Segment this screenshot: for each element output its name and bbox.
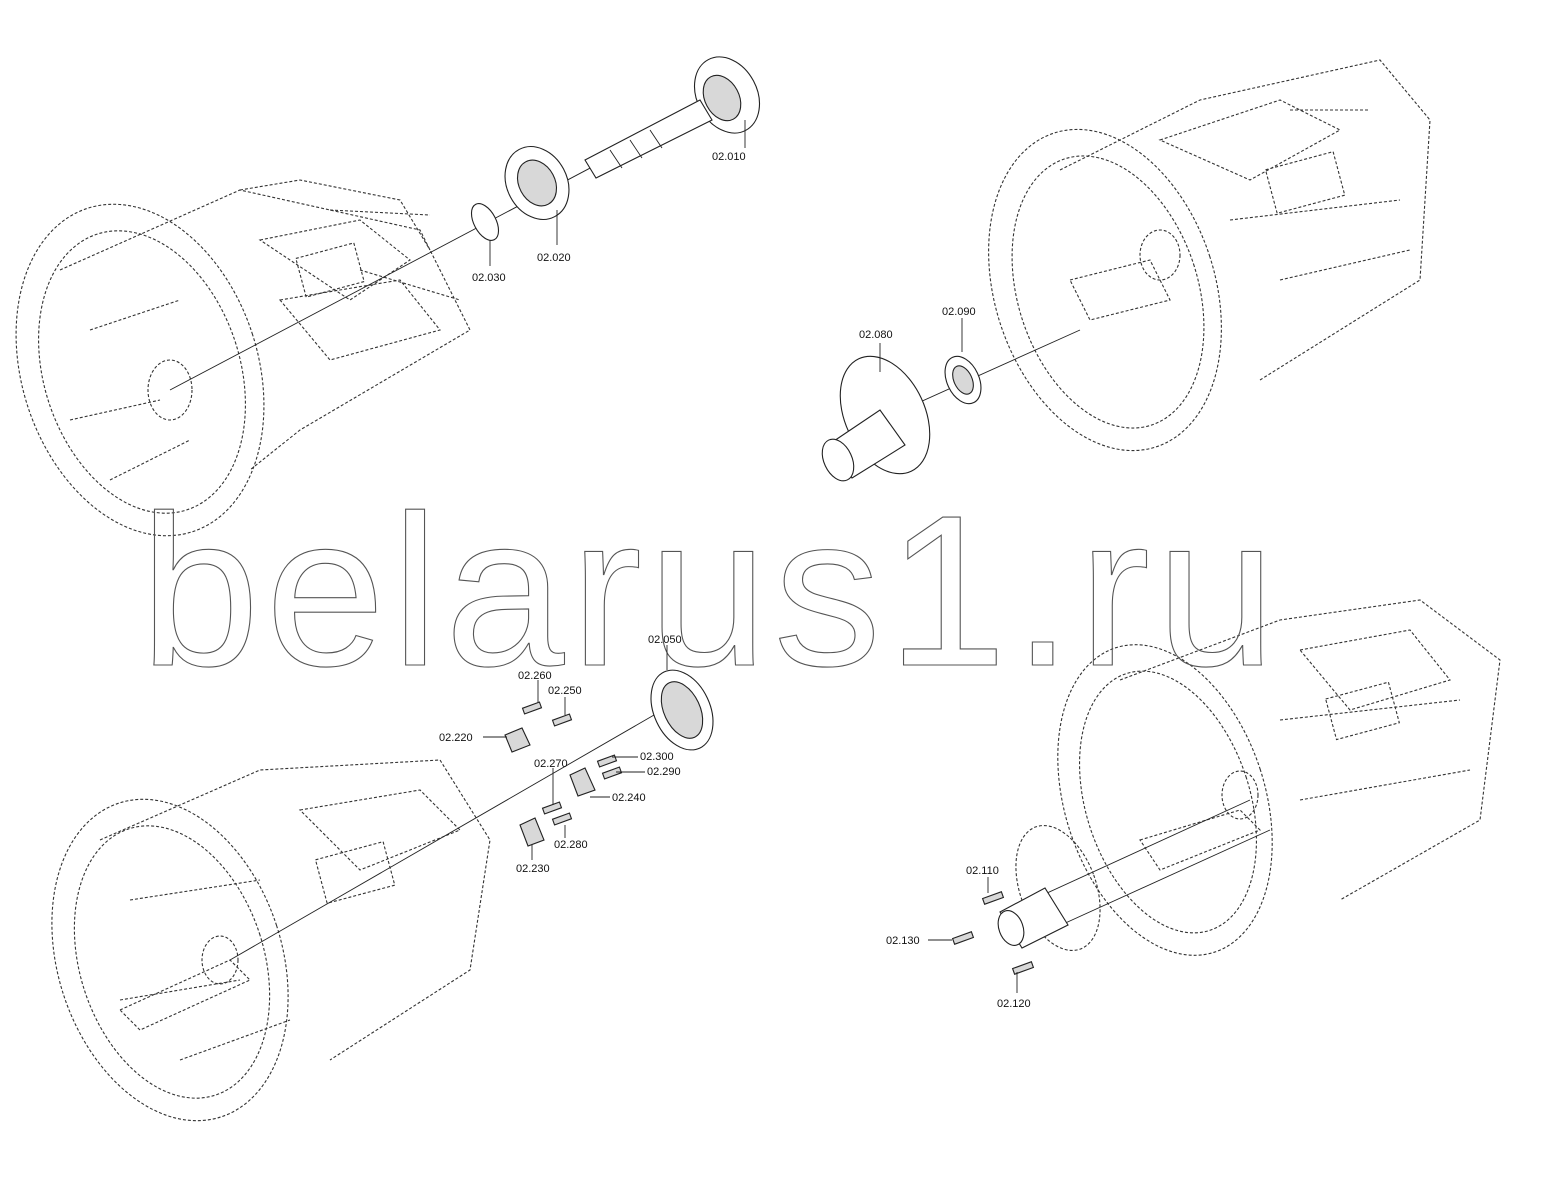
bolt-02-290-icon bbox=[601, 766, 623, 780]
label-02-300: 02.300 bbox=[640, 751, 674, 763]
label-02-120: 02.120 bbox=[997, 998, 1031, 1010]
label-02-230: 02.230 bbox=[516, 863, 550, 875]
input-shaft-assembly bbox=[169, 56, 761, 391]
label-02-130: 02.130 bbox=[886, 935, 920, 947]
cover-flange-icon bbox=[1015, 825, 1101, 951]
cover-flange-assembly bbox=[951, 799, 1271, 975]
label-02-110: 02.110 bbox=[966, 865, 999, 877]
label-02-240: 02.240 bbox=[612, 792, 646, 804]
bolt-02-270-icon bbox=[541, 801, 563, 815]
bolt-02-120-icon bbox=[1011, 961, 1035, 975]
label-02-270: 02.270 bbox=[534, 758, 568, 770]
label-02-010: 02.010 bbox=[712, 151, 746, 163]
bolt-02-110-icon bbox=[981, 891, 1005, 905]
bolt-02-280-icon bbox=[551, 812, 573, 826]
label-02-050: 02.050 bbox=[648, 634, 682, 646]
label-02-250: 02.250 bbox=[548, 685, 582, 697]
guide-sleeve-assembly bbox=[821, 329, 1081, 482]
ring-gear-assembly bbox=[229, 669, 714, 961]
gearbox-housing-bottom-left bbox=[51, 759, 491, 1122]
label-02-280: 02.280 bbox=[554, 839, 588, 851]
plate-02-240-icon bbox=[569, 767, 596, 797]
gearbox-housing-top-right bbox=[988, 59, 1431, 452]
label-02-290: 02.290 bbox=[647, 766, 681, 778]
gearbox-housing-top-left bbox=[15, 179, 471, 537]
bolt-02-250-icon bbox=[551, 713, 573, 727]
bolt-02-300-icon bbox=[596, 754, 618, 768]
label-02-260: 02.260 bbox=[518, 670, 552, 682]
label-02-080: 02.080 bbox=[859, 329, 893, 341]
label-02-090: 02.090 bbox=[942, 306, 976, 318]
plate-02-220-icon bbox=[504, 727, 531, 753]
label-02-030: 02.030 bbox=[472, 272, 506, 284]
label-02-020: 02.020 bbox=[537, 252, 571, 264]
bolt-02-130-icon bbox=[951, 931, 975, 945]
watermark-text: belarus1.ru bbox=[140, 470, 1282, 711]
bolt-02-260-icon bbox=[521, 701, 543, 715]
circlip-icon bbox=[470, 203, 500, 241]
gearbox-housing-bottom-right bbox=[1057, 599, 1501, 956]
label-02-220: 02.220 bbox=[439, 732, 473, 744]
plate-02-230-icon bbox=[519, 817, 545, 847]
